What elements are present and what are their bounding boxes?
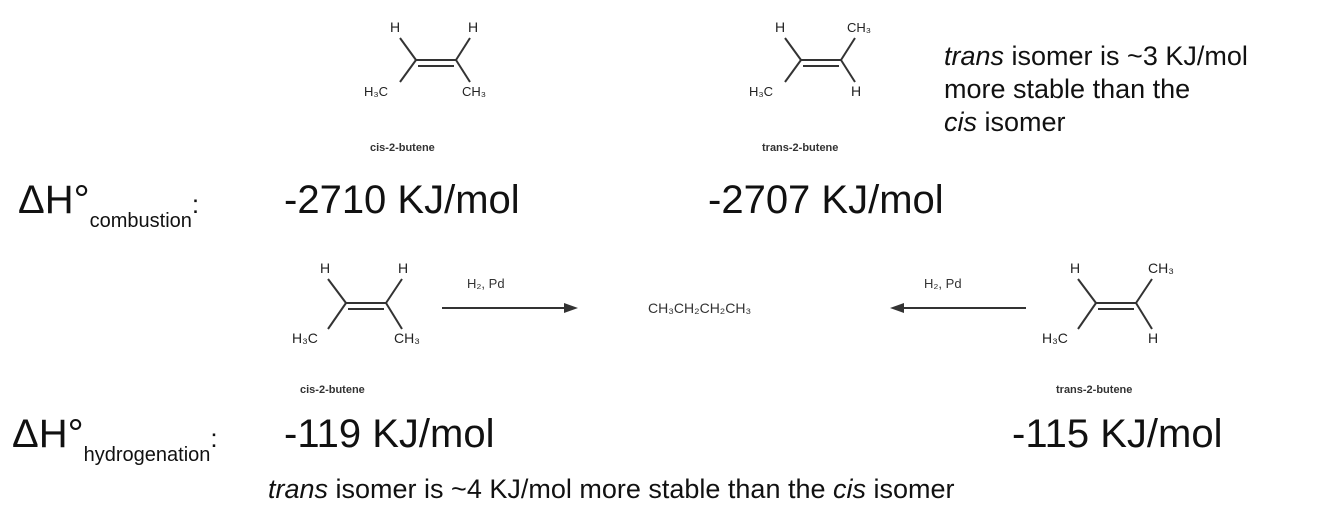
cis-2-butene-structure-top: H H H₃C CH₃ (364, 19, 486, 99)
note-text: isomer is ~4 KJ/mol more stable than the (328, 474, 834, 504)
trans-hydrogenation-value: -115 KJ/mol (1012, 412, 1223, 456)
atom-label: H (320, 260, 330, 276)
trans-2-butene-label-top: trans-2-butene (762, 142, 839, 154)
trans-2-butene-label-bottom: trans-2-butene (1056, 384, 1133, 396)
combustion-stability-note: trans isomer is ~3 KJ/mol more stable th… (944, 40, 1248, 139)
delta-h-symbol: ΔH° (18, 178, 90, 222)
note-italic-trans: trans (944, 41, 1005, 71)
delta-h-subscript: combustion (89, 210, 192, 232)
reagent-right-label: H₂, Pd (924, 276, 962, 291)
atom-label: H (1148, 330, 1158, 346)
atom-label: H (775, 19, 785, 35)
butane-product: CH₃CH₂CH₂CH₃ (648, 300, 752, 316)
cis-2-butene-label-top: cis-2-butene (370, 142, 435, 154)
note-italic-trans: trans (268, 474, 329, 504)
atom-label: CH₃ (1148, 260, 1174, 276)
hydrogenation-stability-note: trans isomer is ~4 KJ/mol more stable th… (268, 474, 955, 505)
cis-hydrogenation-value: -119 KJ/mol (284, 412, 495, 456)
delta-h-hydrogenation-label: ΔH°hydrogenation: (12, 412, 218, 466)
cis-combustion-value: -2710 KJ/mol (284, 178, 520, 222)
note-text: isomer is ~3 KJ/mol (1004, 41, 1248, 71)
delta-h-symbol: ΔH° (12, 412, 84, 456)
trans-2-butene-structure-top: H CH₃ H₃C H (749, 19, 871, 99)
trans-combustion-value: -2707 KJ/mol (708, 178, 944, 222)
atom-label: CH₃ (847, 20, 871, 35)
note-italic-cis: cis (833, 474, 867, 504)
atom-label: H (398, 260, 408, 276)
colon: : (191, 189, 200, 219)
cis-2-butene-structure-bottom: H H H₃C CH₃ (292, 260, 420, 346)
atom-label: CH₃ (394, 330, 420, 346)
atom-label: H₃C (749, 84, 773, 99)
delta-h-combustion-label: ΔH°combustion: (18, 178, 200, 232)
atom-label: H (851, 83, 861, 99)
note-text: isomer (866, 474, 955, 504)
arrow-right-icon (442, 303, 578, 313)
reagent-left-label: H₂, Pd (467, 276, 505, 291)
atom-label: H₃C (292, 330, 318, 346)
trans-2-butene-structure-bottom: H CH₃ H₃C H (1042, 260, 1174, 346)
colon: : (210, 423, 218, 453)
atom-label: H₃C (364, 84, 388, 99)
atom-label: CH₃ (462, 84, 486, 99)
note-italic-cis: cis (944, 107, 977, 137)
cis-2-butene-label-bottom: cis-2-butene (300, 384, 365, 396)
delta-h-subscript: hydrogenation (83, 444, 211, 466)
note-text: isomer (977, 107, 1066, 137)
note-text: more stable than the (944, 74, 1191, 104)
atom-label: H (1070, 260, 1080, 276)
atom-label: H (390, 19, 400, 35)
arrow-left-icon (890, 303, 1026, 313)
atom-label: H (468, 19, 478, 35)
atom-label: H₃C (1042, 330, 1068, 346)
